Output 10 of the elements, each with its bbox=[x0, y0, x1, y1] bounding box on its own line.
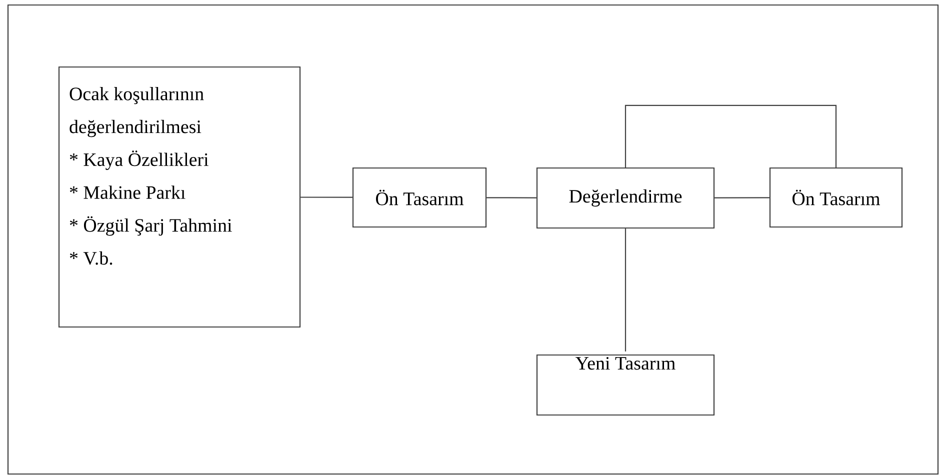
process-box: Ön Tasarım bbox=[769, 167, 903, 228]
process-box: Ön Tasarım bbox=[352, 167, 487, 228]
connector-line bbox=[486, 197, 536, 198]
connector-line bbox=[714, 197, 770, 198]
connector-line bbox=[300, 196, 352, 198]
connector-line bbox=[624, 104, 837, 168]
process-box: Değerlendirme bbox=[536, 167, 715, 229]
connector-line bbox=[624, 228, 626, 352]
text-box: Ocak koşullarının değerlendirilmesi * Kaya Özellikleri * Makine Parkı * Özgül Şarj Tahmini * V.b. bbox=[58, 66, 301, 328]
process-box: Yeni Tasarım bbox=[536, 354, 715, 416]
